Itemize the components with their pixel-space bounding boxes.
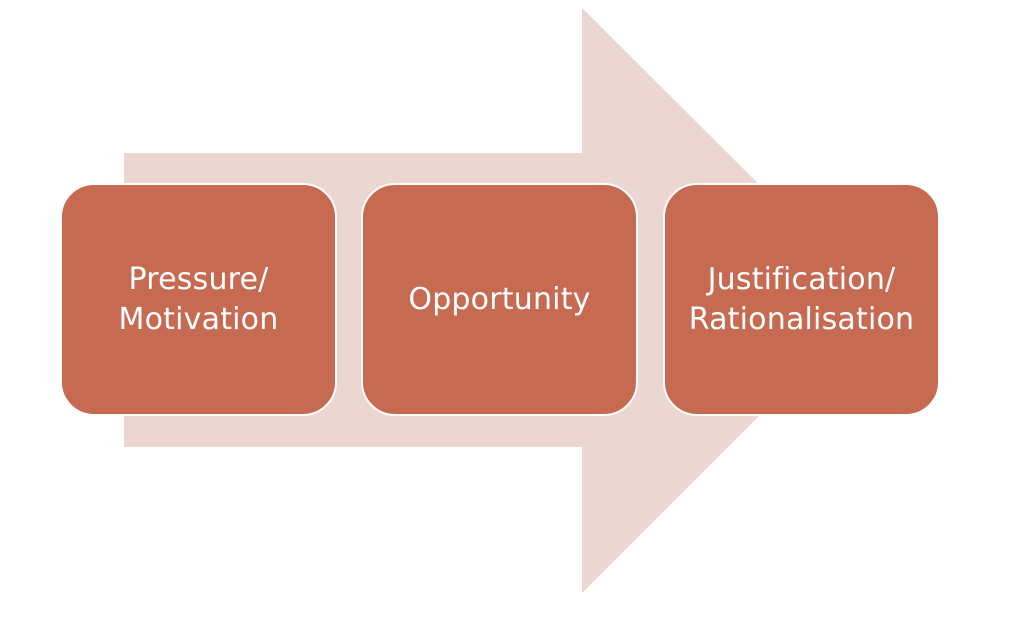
step-box-pressure-motivation: Pressure/ Motivation bbox=[60, 183, 337, 416]
step-box-opportunity: Opportunity bbox=[361, 183, 638, 416]
step-box-justification-rationalisation: Justification/ Rationalisation bbox=[663, 183, 940, 416]
